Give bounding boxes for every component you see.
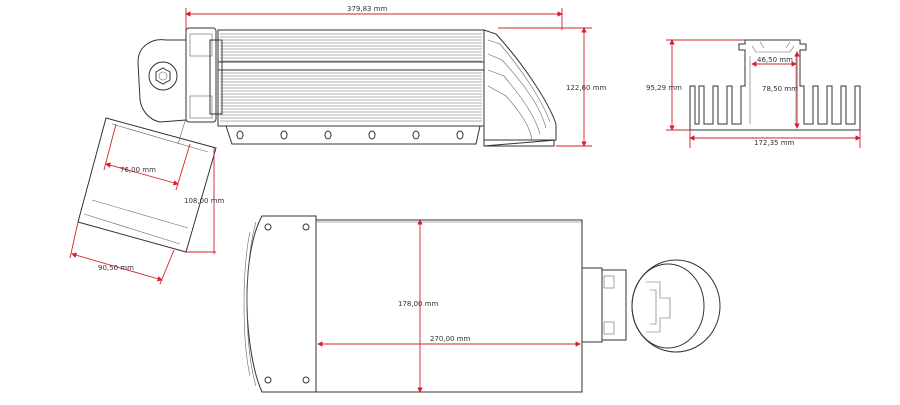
tilt-arm bbox=[77, 117, 217, 253]
dim-bracket-width: 90,50 mm bbox=[69, 221, 175, 285]
screw-icon bbox=[302, 223, 310, 231]
dim-bracket-height: 108,00 mm bbox=[184, 148, 225, 254]
dim-profile-width: 172,35 mm bbox=[689, 130, 861, 148]
dim-profile-slot: 78,50 mm bbox=[762, 51, 800, 129]
overall-length-label: 379,83 mm bbox=[347, 5, 388, 13]
profile-height-label: 95,29 mm bbox=[646, 84, 682, 92]
profile-section: 46,50 mm 95,29 mm 78,50 mm 172,35 mm bbox=[646, 39, 861, 148]
end-cap bbox=[483, 29, 557, 147]
bottom-rail bbox=[225, 125, 481, 145]
profile-slot-label: 78,50 mm bbox=[762, 85, 798, 93]
dim-overall-length: 379,83 mm bbox=[185, 5, 563, 30]
hex-bolt-icon bbox=[155, 67, 171, 85]
dim-body-length: 270,00 mm bbox=[317, 335, 581, 347]
screw-icon bbox=[264, 223, 272, 231]
rail-hole-icon bbox=[412, 130, 420, 140]
fin-separator bbox=[217, 61, 485, 71]
profile-inner-label: 46,50 mm bbox=[757, 56, 793, 64]
dim-overall-height: 122,60 mm bbox=[498, 27, 607, 147]
rail-hole-icon bbox=[368, 130, 376, 140]
side-view: 379,83 mm 122,60 mm 76,00 mm 108,00 mm bbox=[69, 5, 607, 285]
mount-bracket bbox=[137, 27, 223, 123]
bracket-width-label: 90,50 mm bbox=[98, 264, 134, 272]
rail-hole-icon bbox=[280, 130, 288, 140]
bracket-inner-label: 76,00 mm bbox=[120, 166, 156, 174]
dim-bracket-inner: 76,00 mm bbox=[103, 123, 191, 191]
heatsink-body bbox=[217, 29, 485, 127]
bracket-height-label: 108,00 mm bbox=[184, 197, 225, 205]
dim-profile-inner: 46,50 mm bbox=[751, 56, 797, 67]
rail-hole-icon bbox=[456, 130, 464, 140]
rail-hole-icon bbox=[324, 130, 332, 140]
screw-icon bbox=[302, 376, 310, 384]
top-view: 178,00 mm 270,00 mm bbox=[243, 215, 721, 393]
dim-profile-height: 95,29 mm bbox=[646, 39, 745, 131]
rail-hole-icon bbox=[236, 130, 244, 140]
body-width-label: 178,00 mm bbox=[398, 300, 439, 308]
overall-height-label: 122,60 mm bbox=[566, 84, 607, 92]
screw-icon bbox=[264, 376, 272, 384]
dim-body-width: 178,00 mm bbox=[398, 219, 439, 393]
profile-width-label: 172,35 mm bbox=[754, 139, 795, 147]
body-length-label: 270,00 mm bbox=[430, 335, 471, 343]
